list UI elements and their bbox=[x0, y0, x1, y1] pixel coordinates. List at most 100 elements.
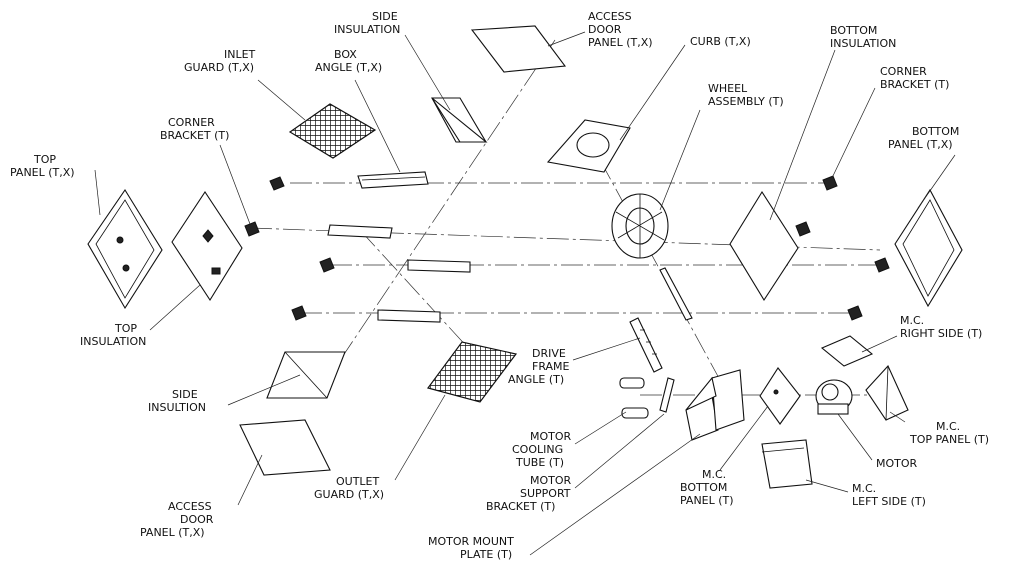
svg-text:M.C.: M.C. bbox=[936, 420, 960, 433]
corner-bracket-parts-left bbox=[244, 176, 335, 321]
access-door-top-part bbox=[470, 25, 567, 73]
motor-mount-plate-part bbox=[685, 369, 745, 441]
label-motor-mount-plate: MOTOR MOUNT PLATE (T) bbox=[428, 535, 514, 561]
svg-text:INSULTION: INSULTION bbox=[148, 401, 206, 414]
svg-text:MOTOR MOUNT: MOTOR MOUNT bbox=[428, 535, 514, 548]
svg-text:BOTTOM: BOTTOM bbox=[830, 24, 877, 37]
centerlines bbox=[249, 39, 900, 396]
svg-text:BOX: BOX bbox=[334, 48, 357, 61]
label-motor-support-bracket: MOTOR SUPPORT BRACKET (T) bbox=[486, 474, 572, 513]
label-wheel-assembly: WHEEL ASSEMBLY (T) bbox=[708, 82, 784, 108]
svg-text:BOTTOM: BOTTOM bbox=[680, 481, 727, 494]
svg-text:ACCESS: ACCESS bbox=[588, 10, 632, 23]
label-access-door-top: ACCESS DOOR PANEL (T,X) bbox=[588, 10, 653, 49]
svg-text:OUTLET: OUTLET bbox=[336, 475, 380, 488]
curb-part bbox=[546, 119, 631, 173]
svg-text:DOOR: DOOR bbox=[588, 23, 622, 36]
svg-text:BRACKET (T): BRACKET (T) bbox=[486, 500, 555, 513]
bottom-panel-part bbox=[894, 188, 963, 308]
box-angle-parts bbox=[327, 171, 471, 323]
svg-text:BRACKET (T): BRACKET (T) bbox=[880, 78, 949, 91]
svg-text:ANGLE (T,X): ANGLE (T,X) bbox=[315, 61, 382, 74]
top-insulation-part bbox=[171, 191, 243, 302]
label-mc-bottom-panel: M.C. BOTTOM PANEL (T) bbox=[680, 468, 734, 507]
label-side-insulation-top: SIDE INSULATION bbox=[334, 10, 400, 36]
svg-text:COOLING: COOLING bbox=[512, 443, 563, 456]
label-mc-right-side: M.C. RIGHT SIDE (T) bbox=[900, 314, 982, 340]
svg-text:CORNER: CORNER bbox=[880, 65, 927, 78]
label-box-angle: BOX ANGLE (T,X) bbox=[315, 48, 382, 74]
svg-text:RIGHT SIDE (T): RIGHT SIDE (T) bbox=[900, 327, 982, 340]
svg-text:M.C.: M.C. bbox=[702, 468, 726, 481]
svg-text:SIDE: SIDE bbox=[172, 388, 198, 401]
label-corner-bracket-left: CORNER BRACKET (T) bbox=[160, 116, 229, 142]
label-side-insultion: SIDE INSULTION bbox=[148, 388, 206, 414]
svg-text:SIDE: SIDE bbox=[372, 10, 398, 23]
svg-text:MOTOR: MOTOR bbox=[530, 430, 572, 443]
svg-text:TOP: TOP bbox=[114, 322, 137, 335]
svg-text:GUARD (T,X): GUARD (T,X) bbox=[314, 488, 384, 501]
svg-text:ANGLE (T): ANGLE (T) bbox=[508, 373, 564, 386]
label-motor: MOTOR bbox=[876, 457, 918, 470]
svg-text:GUARD (T,X): GUARD (T,X) bbox=[184, 61, 254, 74]
motor-cooling-tube-parts bbox=[619, 377, 675, 419]
svg-text:PANEL (T,X): PANEL (T,X) bbox=[588, 36, 653, 49]
inlet-guard-part bbox=[288, 103, 377, 159]
svg-text:DOOR: DOOR bbox=[180, 513, 214, 526]
drive-frame-angle-parts bbox=[629, 267, 693, 373]
mc-bottom-panel-part bbox=[759, 367, 801, 425]
svg-text:DRIVE: DRIVE bbox=[532, 347, 566, 360]
svg-text:PANEL (T,X): PANEL (T,X) bbox=[10, 166, 75, 179]
svg-text:FRAME: FRAME bbox=[532, 360, 570, 373]
svg-text:CORNER: CORNER bbox=[168, 116, 215, 129]
corner-bracket-parts-right bbox=[795, 175, 890, 321]
svg-text:BOTTOM: BOTTOM bbox=[912, 125, 959, 138]
leader-lines bbox=[94, 31, 956, 556]
svg-text:MOTOR: MOTOR bbox=[530, 474, 572, 487]
label-drive-frame-angle: DRIVE FRAME ANGLE (T) bbox=[508, 347, 570, 386]
svg-text:CURB (T,X): CURB (T,X) bbox=[690, 35, 751, 48]
svg-text:TOP: TOP bbox=[33, 153, 56, 166]
svg-text:TUBE (T): TUBE (T) bbox=[515, 456, 564, 469]
side-insulation-top-part bbox=[431, 97, 488, 143]
label-mc-left-side: M.C. LEFT SIDE (T) bbox=[852, 482, 926, 508]
label-motor-cooling-tube: MOTOR COOLING TUBE (T) bbox=[512, 430, 572, 469]
svg-text:M.C.: M.C. bbox=[900, 314, 924, 327]
label-top-panel: TOP PANEL (T,X) bbox=[10, 153, 75, 179]
svg-text:INSULATION: INSULATION bbox=[830, 37, 896, 50]
wheel-assembly-part bbox=[611, 193, 669, 259]
label-bottom-insulation: BOTTOM INSULATION bbox=[830, 24, 896, 50]
label-corner-bracket-right: CORNER BRACKET (T) bbox=[880, 65, 949, 91]
svg-text:WHEEL: WHEEL bbox=[708, 82, 748, 95]
svg-text:ASSEMBLY (T): ASSEMBLY (T) bbox=[708, 95, 784, 108]
mc-left-side-part bbox=[761, 439, 813, 489]
outlet-guard-part bbox=[426, 341, 518, 403]
top-panel-part bbox=[87, 188, 163, 310]
label-top-insulation: TOP INSULATION bbox=[80, 322, 146, 348]
svg-text:INSULATION: INSULATION bbox=[80, 335, 146, 348]
svg-text:PANEL (T,X): PANEL (T,X) bbox=[140, 526, 205, 539]
svg-text:TOP PANEL (T): TOP PANEL (T) bbox=[909, 433, 989, 446]
label-bottom-panel: BOTTOM PANEL (T,X) bbox=[888, 125, 959, 151]
access-door-bottom-part bbox=[239, 419, 331, 476]
svg-text:INSULATION: INSULATION bbox=[334, 23, 400, 36]
svg-text:PANEL (T,X): PANEL (T,X) bbox=[888, 138, 953, 151]
label-outlet-guard: OUTLET GUARD (T,X) bbox=[314, 475, 384, 501]
mc-right-side-part bbox=[820, 335, 874, 367]
svg-text:INLET: INLET bbox=[224, 48, 256, 61]
svg-text:PLATE (T): PLATE (T) bbox=[460, 548, 512, 561]
label-curb: CURB (T,X) bbox=[690, 35, 751, 48]
svg-text:PANEL (T): PANEL (T) bbox=[680, 494, 734, 507]
bottom-insulation-part bbox=[729, 190, 799, 302]
label-mc-top-panel: M.C. TOP PANEL (T) bbox=[909, 420, 989, 446]
side-insulation-bottom-part bbox=[266, 351, 346, 399]
svg-text:MOTOR: MOTOR bbox=[876, 457, 918, 470]
motor-part bbox=[815, 379, 853, 415]
svg-text:BRACKET (T): BRACKET (T) bbox=[160, 129, 229, 142]
label-access-door-bottom: ACCESS DOOR PANEL (T,X) bbox=[140, 500, 214, 539]
svg-text:LEFT SIDE (T): LEFT SIDE (T) bbox=[852, 495, 926, 508]
svg-text:ACCESS: ACCESS bbox=[168, 500, 212, 513]
mc-top-panel-part bbox=[865, 365, 909, 421]
label-inlet-guard: INLET GUARD (T,X) bbox=[184, 48, 256, 74]
